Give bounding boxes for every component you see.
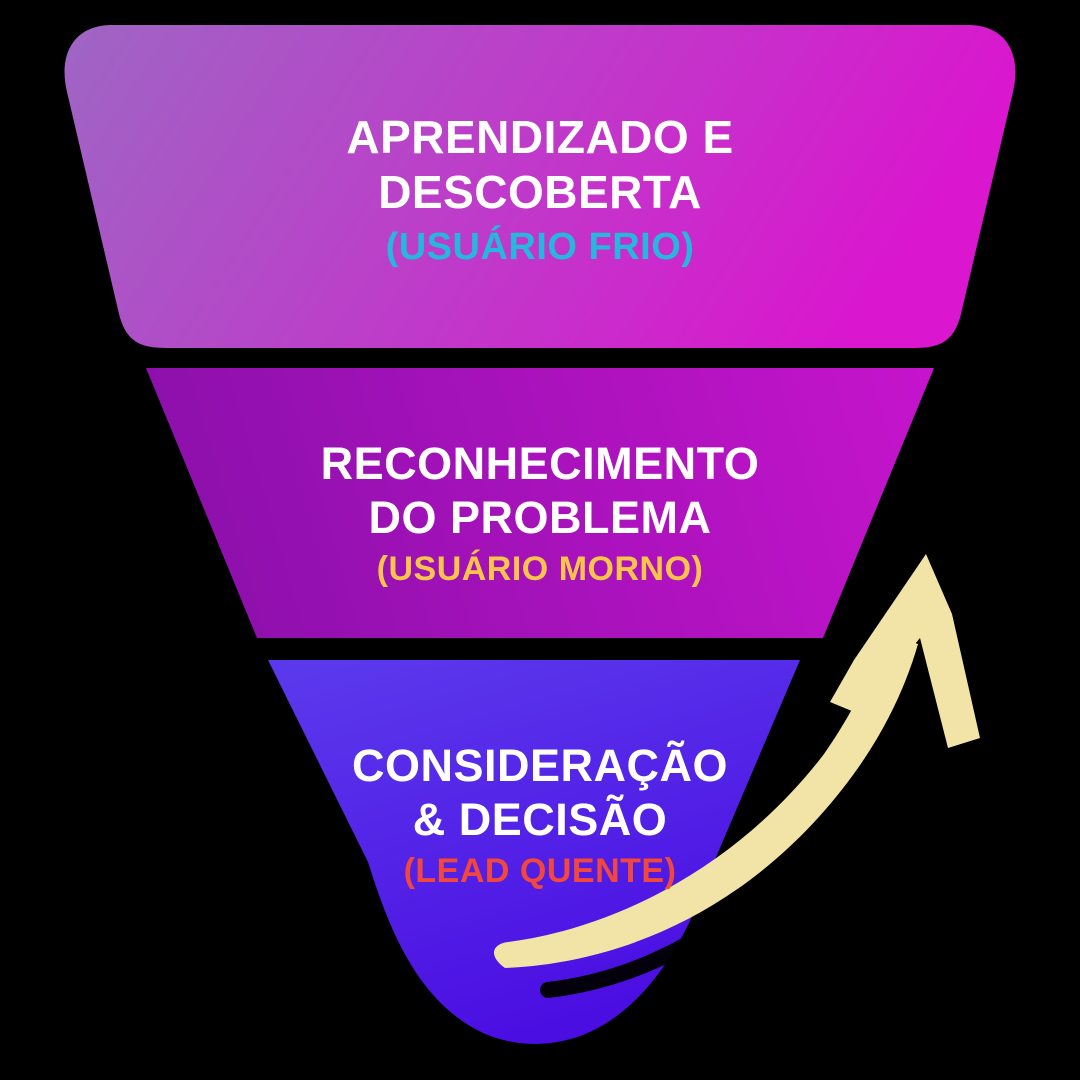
funnel-tier-1-shape <box>64 25 1016 348</box>
funnel-tier-3-shape <box>268 660 800 1044</box>
growth-arrow-head <box>830 554 980 748</box>
growth-arrow-shadow <box>540 754 880 998</box>
funnel-tier-2-shape <box>146 368 934 638</box>
